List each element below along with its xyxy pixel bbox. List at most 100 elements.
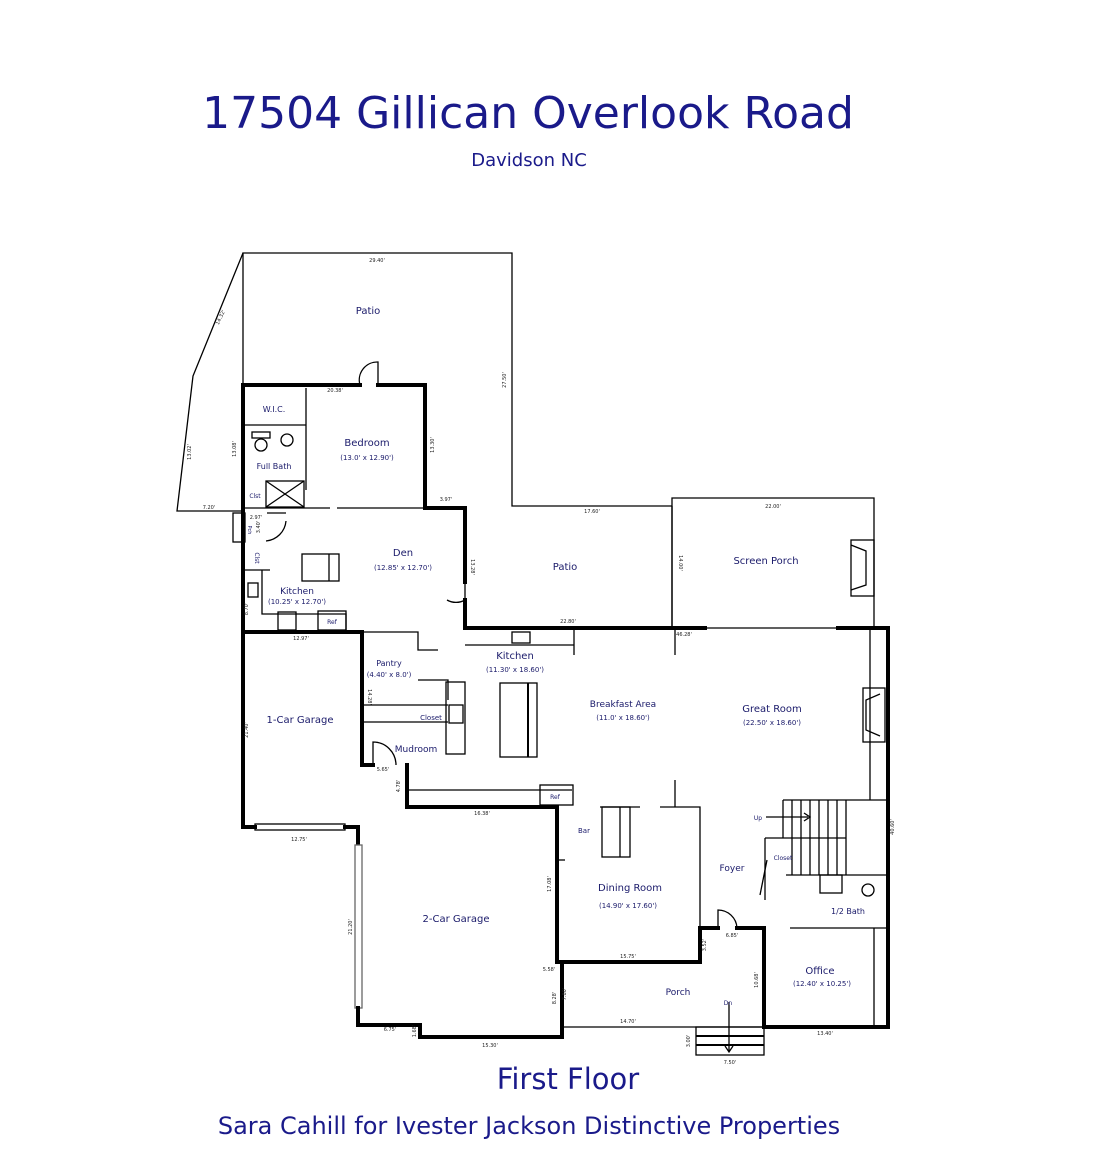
door-front[interactable] (717, 909, 738, 929)
dimension: 16.38' (474, 811, 490, 817)
room-label-bedroom: Bedroom (344, 438, 389, 449)
porch-steps[interactable] (695, 1026, 765, 1056)
dimension: 7.80' (562, 988, 568, 1001)
small-porch (232, 512, 246, 543)
room-label-full-bath: Full Bath (257, 462, 292, 471)
dimension: 20.38' (327, 388, 343, 394)
table-island (301, 553, 340, 582)
sink-small-icon (247, 582, 259, 598)
room-label-clst: Clst (249, 493, 261, 500)
dimension-labels: 29.40' 14.32' 27.50' 13.02' 7.20' 20.38'… (187, 258, 896, 1066)
room-label-clst-2: Clst (253, 552, 260, 564)
dimension: 3.40' (256, 521, 262, 534)
door-mudroom[interactable] (372, 741, 397, 766)
dimension: 13.08' (232, 441, 238, 457)
fireplace-porch (850, 539, 875, 597)
room-label-breakfast: Breakfast Area (590, 700, 656, 710)
door-bedroom[interactable] (358, 361, 379, 386)
room-label-dining: Dining Room (598, 883, 662, 894)
dimension: 3.97' (440, 497, 453, 503)
room-label-dn: Dn (724, 1000, 733, 1007)
patio-outline (242, 252, 672, 507)
kitchen-sink-icon (511, 631, 531, 644)
dimension: 13.02' (187, 444, 193, 460)
dimension: 5.65' (377, 767, 390, 773)
room-label-ref-small: Ref (327, 619, 338, 626)
ref-box (539, 784, 574, 806)
dimension: 6.85' (726, 933, 739, 939)
dimension: 14.70' (620, 1019, 636, 1025)
dimension: 12.97' (293, 636, 309, 642)
dimension: 27.50' (502, 372, 508, 388)
room-size-den: (12.85' x 12.70') (374, 564, 432, 572)
dimension: 17.60' (584, 509, 600, 515)
room-label-foyer: Foyer (720, 864, 745, 874)
range-kitchen-icon (448, 704, 464, 724)
dimension: 8.28' (552, 992, 558, 1005)
garage2-wall (356, 960, 564, 1039)
dimension: 12.75' (291, 837, 307, 843)
dimension: 2.97' (250, 515, 263, 521)
kitchen-island (499, 682, 538, 758)
dimension: 13.28' (469, 559, 475, 575)
dimension: 13.30' (430, 437, 436, 453)
half-bath-toilet-icon (861, 883, 875, 897)
fireplace-great (862, 687, 886, 743)
dimension: 21.20' (348, 919, 354, 935)
office-wall (735, 926, 890, 1029)
fireplace-porch-inner (850, 544, 867, 591)
mudroom-wall (360, 630, 375, 767)
room-label-mudroom: Mudroom (395, 745, 437, 755)
garage1-door[interactable] (254, 823, 346, 831)
dimension: 10.68' (754, 972, 760, 988)
dimension: 40.60' (890, 819, 896, 835)
room-label-den: Den (393, 548, 413, 559)
dimension: 1.68' (412, 1025, 418, 1038)
dimension: 21.40' (244, 722, 250, 738)
room-label-wic: W.I.C. (263, 405, 286, 414)
dimension: 8.70' (244, 603, 250, 616)
toilet-tank (251, 431, 271, 439)
room-size-pantry: (4.40' x 8.0') (367, 671, 412, 679)
page-title: 17504 Gillican Overlook Road (202, 88, 854, 139)
shower-x (265, 480, 305, 508)
room-label-office: Office (805, 966, 834, 977)
dimension: 7.20' (203, 505, 216, 511)
dimension: 14.32' (215, 309, 227, 326)
room-label-screen-porch: Screen Porch (733, 556, 798, 567)
room-label-garage-2: 2-Car Garage (423, 914, 490, 925)
dimension: 4.78' (396, 780, 402, 793)
room-size-kitchen: (11.30' x 18.60') (486, 666, 544, 674)
dimension: 5.58' (543, 967, 556, 973)
garage2-door[interactable] (354, 844, 363, 1009)
door-pch[interactable] (265, 512, 287, 542)
patio-outline-left (176, 252, 244, 512)
bar-counter (601, 806, 631, 858)
dimension: 3.00' (686, 1035, 692, 1048)
stairs[interactable] (764, 799, 888, 900)
dimension: 17.08' (547, 876, 553, 892)
room-label-up: Up (754, 815, 762, 822)
page-subtitle: Davidson NC (471, 150, 587, 171)
dimension: 14.28' (366, 689, 372, 705)
dimension: 46.28' (676, 632, 692, 638)
dimension: 15.30' (482, 1043, 498, 1049)
room-label-porch: Porch (666, 988, 691, 998)
half-bath-sink-icon (819, 874, 843, 894)
room-size-dining: (14.90' x 17.60') (599, 902, 657, 910)
room-label-closet: Closet (420, 714, 442, 722)
floor-label: First Floor (496, 1062, 640, 1096)
ref-small-box (317, 610, 347, 631)
dimension: 14.00' (677, 555, 683, 571)
dimension: 22.80' (560, 619, 576, 625)
room-size-kitchen-small: (10.25' x 12.70') (268, 598, 326, 606)
shower (265, 480, 305, 508)
room-label-kitchen-small: Kitchen (280, 587, 314, 597)
room-size-office: (12.40' x 10.25') (793, 980, 851, 988)
room-size-breakfast: (11.0' x 18.60') (596, 714, 650, 722)
dimension: 29.40' (369, 258, 385, 264)
room-label-pch: Pch (246, 526, 252, 535)
dimension: 7.50' (724, 1060, 737, 1066)
door-den[interactable] (446, 582, 466, 604)
